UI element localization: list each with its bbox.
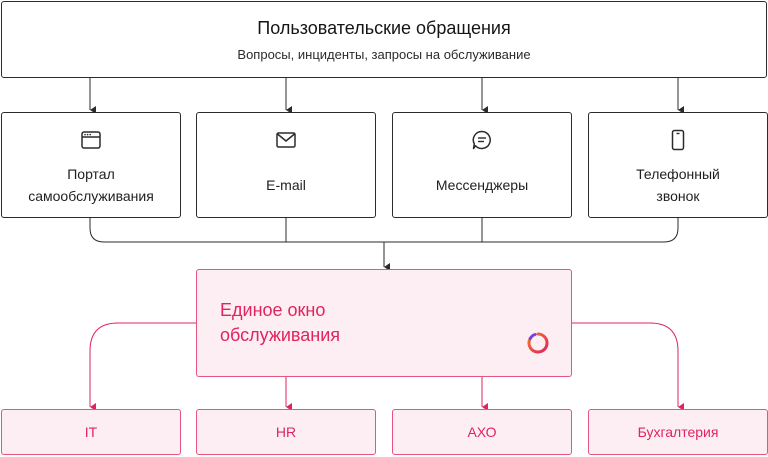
department-it: IT bbox=[1, 409, 181, 455]
browser-window-icon bbox=[81, 131, 101, 149]
chat-bubble-icon bbox=[472, 130, 491, 150]
hub-to-department-arrows bbox=[89, 322, 684, 411]
arrow-to-accounting bbox=[572, 322, 684, 411]
channel-email: E-mail bbox=[196, 112, 376, 218]
channel-phone-label-1: Телефонный bbox=[636, 166, 720, 182]
channel-email-label: E-mail bbox=[266, 177, 306, 193]
user-requests-title: Пользовательские обращения bbox=[257, 18, 511, 38]
channel-merge-lines bbox=[89, 218, 679, 271]
envelope-icon bbox=[276, 132, 296, 148]
channel-phone: Телефонный звонок bbox=[588, 112, 768, 218]
ring-logo-icon bbox=[527, 332, 549, 354]
user-requests-subtitle: Вопросы, инциденты, запросы на обслужива… bbox=[237, 47, 531, 62]
channel-portal: Портал самообслуживания bbox=[1, 112, 181, 218]
hub-title-line-1: Единое окно bbox=[220, 300, 326, 320]
top-to-channel-arrows bbox=[89, 78, 684, 114]
arrow-to-it bbox=[89, 322, 196, 411]
smartphone-icon bbox=[671, 129, 685, 151]
department-axo: АХО bbox=[392, 409, 572, 455]
channel-portal-label-1: Портал bbox=[67, 166, 115, 182]
channel-phone-label-2: звонок bbox=[656, 188, 700, 204]
department-accounting: Бухгалтерия bbox=[588, 409, 768, 455]
user-requests-box: Пользовательские обращения Вопросы, инци… bbox=[1, 1, 767, 78]
channel-portal-label-2: самообслуживания bbox=[28, 188, 154, 204]
single-service-window: Единое окно обслуживания bbox=[196, 269, 572, 377]
hub-title-line-2: обслуживания bbox=[220, 325, 341, 345]
channel-messengers: Мессенджеры bbox=[392, 112, 572, 218]
department-hr: HR bbox=[196, 409, 376, 455]
channel-messengers-label: Мессенджеры bbox=[435, 177, 529, 193]
